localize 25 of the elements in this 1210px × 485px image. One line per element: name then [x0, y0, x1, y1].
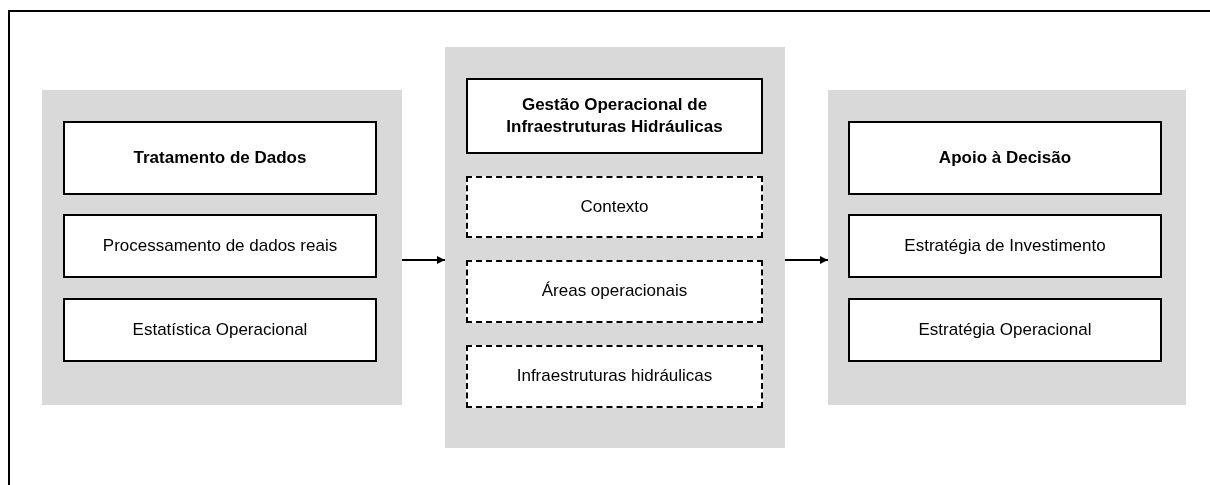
dashed-box [466, 176, 763, 238]
process-box [63, 214, 377, 278]
dashed-box [466, 260, 763, 323]
box-heading: Tratamento de Dados [132, 146, 308, 169]
box-label: Áreas operacionais [540, 280, 689, 303]
box-label: Estratégia de Investimento [903, 234, 1107, 257]
box-label: Contexto [579, 195, 650, 218]
process-box [63, 298, 377, 362]
process-box [848, 298, 1162, 362]
arrow [401, 256, 446, 264]
group-panel [42, 90, 402, 405]
arrow [784, 256, 829, 264]
process-box [466, 78, 763, 154]
box-heading: Gestão Operacional de Infraestruturas Hidráulicas [505, 93, 724, 138]
dashed-box [466, 345, 763, 408]
box-heading: Apoio à Decisão [937, 146, 1073, 169]
box-label: Estatística Operacional [131, 318, 309, 341]
box-label: Processamento de dados reais [101, 234, 339, 257]
process-box [63, 121, 377, 195]
box-label: Infraestruturas hidráulicas [515, 365, 714, 388]
process-box [848, 121, 1162, 195]
box-label: Estratégia Operacional [917, 318, 1093, 341]
group-panel [445, 47, 785, 448]
process-box [848, 214, 1162, 278]
group-panel [828, 90, 1186, 405]
